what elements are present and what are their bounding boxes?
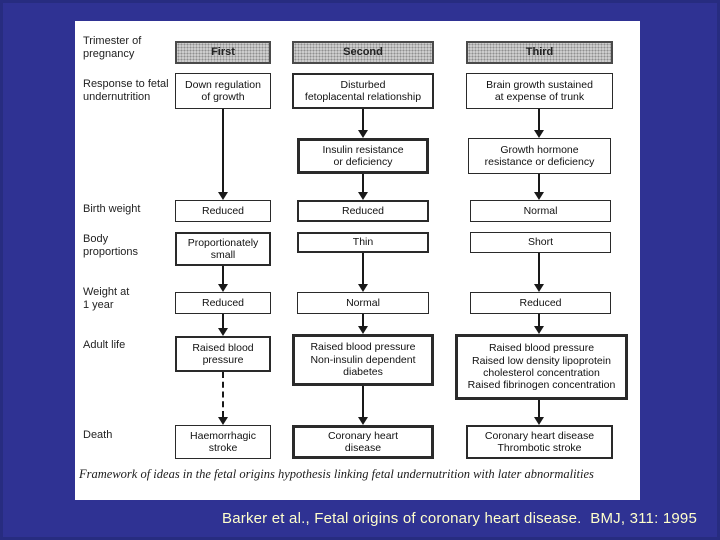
box-col2-weight-1yr: Normal	[297, 292, 429, 314]
box-col1-adult-life: Raised blood pressure	[175, 336, 271, 372]
arrow-col2-proportions-to-weight1yr	[358, 253, 368, 292]
row-label-birth-weight: Birth weight	[83, 203, 141, 215]
figure-caption: Framework of ideas in the fetal origins …	[79, 467, 594, 481]
box-col3-body-proportions: Short	[470, 232, 611, 253]
arrow-col2-hormone-to-birthweight	[358, 174, 368, 200]
fetal-origins-flowchart: Trimester of pregnancy Response to fetal…	[75, 21, 640, 500]
arrow-col3-response-to-hormone	[534, 109, 544, 138]
header-second-trimester: Second	[292, 41, 434, 64]
box-col2-hormone: Insulin resistance or deficiency	[297, 138, 429, 174]
box-col2-death: Coronary heart disease	[292, 425, 434, 459]
arrow-col3-adult-to-death	[534, 400, 544, 425]
header-first-trimester: First	[175, 41, 271, 64]
row-label-response: Response to fetal undernutrition	[83, 78, 169, 104]
slide-reference-caption: Barker et al., Fetal origins of coronary…	[222, 510, 697, 527]
box-col1-death: Haemorrhagic stroke	[175, 425, 271, 459]
row-label-death: Death	[83, 429, 113, 441]
arrow-col3-hormone-to-birthweight	[534, 174, 544, 200]
box-col2-adult-life: Raised blood pressure Non-insulin depend…	[292, 334, 434, 386]
arrow-col1-response-to-birthweight	[218, 109, 228, 200]
box-col3-weight-1yr: Reduced	[470, 292, 611, 314]
arrow-col2-adult-to-death	[358, 386, 368, 425]
row-label-trimester: Trimester of pregnancy	[83, 35, 142, 61]
box-col1-birth-weight: Reduced	[175, 200, 271, 222]
arrow-col1-weight1yr-to-adult	[218, 314, 228, 336]
arrow-col2-response-to-hormone	[358, 109, 368, 138]
box-col3-response: Brain growth sustained at expense of tru…	[466, 73, 613, 109]
row-label-body-proportions: Body proportions	[83, 233, 139, 259]
row-label-weight-1yr: Weight at 1 year	[83, 286, 130, 312]
arrow-col2-weight1yr-to-adult	[358, 314, 368, 334]
box-col2-body-proportions: Thin	[297, 232, 429, 253]
arrow-col3-weight1yr-to-adult	[534, 314, 544, 334]
arrow-col1-adult-to-death-dashed	[218, 372, 228, 425]
box-col3-birth-weight: Normal	[470, 200, 611, 222]
arrow-col3-proportions-to-weight1yr	[534, 253, 544, 292]
box-col3-adult-life: Raised blood pressure Raised low density…	[455, 334, 628, 400]
box-col1-body-proportions: Proportionately small	[175, 232, 271, 266]
box-col3-death: Coronary heart disease Thrombotic stroke	[466, 425, 613, 459]
box-col3-hormone: Growth hormone resistance or deficiency	[468, 138, 611, 174]
box-col1-response: Down regulation of growth	[175, 73, 271, 109]
box-col2-response: Disturbed fetoplacental relationship	[292, 73, 434, 109]
header-third-trimester: Third	[466, 41, 613, 64]
box-col1-weight-1yr: Reduced	[175, 292, 271, 314]
arrow-col1-proportions-to-weight1yr	[218, 266, 228, 292]
row-label-adult-life: Adult life	[83, 339, 126, 351]
box-col2-birth-weight: Reduced	[297, 200, 429, 222]
